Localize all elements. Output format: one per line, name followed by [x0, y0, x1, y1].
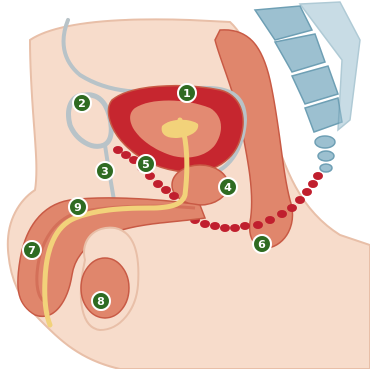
gland-bead [161, 186, 171, 194]
marker-number: 1 [183, 87, 191, 100]
vertebra [275, 34, 325, 72]
marker-7: 7 [23, 241, 41, 259]
gland-bead [308, 180, 318, 188]
marker-number: 7 [28, 244, 36, 257]
marker-number: 4 [224, 181, 232, 194]
marker-number: 3 [101, 165, 109, 178]
gland-bead [210, 222, 220, 230]
gland-bead [153, 180, 163, 188]
vertebra [315, 136, 335, 148]
marker-number: 8 [97, 295, 105, 308]
marker-4: 4 [219, 178, 237, 196]
gland-bead [240, 222, 250, 230]
gland-bead [121, 151, 131, 159]
gland-bead [169, 192, 179, 200]
marker-number: 5 [142, 158, 150, 171]
marker-number: 6 [258, 238, 266, 251]
marker-3: 3 [96, 162, 114, 180]
gland-bead [200, 220, 210, 228]
vertebra [255, 6, 312, 40]
gland-bead [302, 188, 312, 196]
gland-bead [220, 224, 230, 232]
gland-bead [287, 204, 297, 212]
marker-number: 9 [74, 201, 82, 214]
marker-5: 5 [137, 155, 155, 173]
marker-number: 2 [78, 97, 86, 110]
gland-bead [113, 146, 123, 154]
marker-8: 8 [92, 292, 110, 310]
vertebra [320, 164, 332, 172]
gland-bead [295, 196, 305, 204]
gland-bead [253, 221, 263, 229]
vertebra [292, 66, 338, 104]
vertebra [318, 151, 334, 161]
marker-1: 1 [178, 84, 196, 102]
gland-bead [265, 216, 275, 224]
gland-bead [313, 172, 323, 180]
marker-9: 9 [69, 198, 87, 216]
gland-bead [277, 210, 287, 218]
marker-6: 6 [253, 235, 271, 253]
gland-bead [230, 224, 240, 232]
marker-2: 2 [73, 94, 91, 112]
